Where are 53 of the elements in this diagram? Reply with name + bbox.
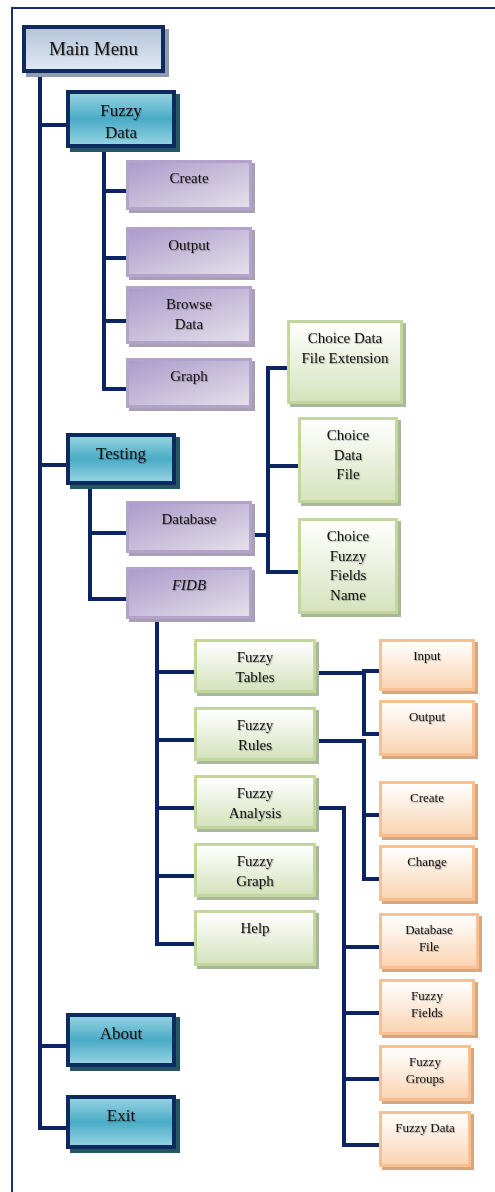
node-label: Fuzzy Data	[99, 100, 143, 145]
node-label: Input	[413, 648, 441, 665]
connector-line	[252, 533, 298, 574]
connector-line	[155, 619, 194, 946]
node-label: Change	[407, 854, 447, 871]
node-label: Graph	[170, 367, 208, 386]
option-box	[298, 518, 398, 614]
node-label: Fuzzy Groups	[404, 1054, 446, 1088]
node-label: Choice Fuzzy Fields Name	[325, 527, 371, 605]
node-label: Fuzzy Graph	[235, 852, 275, 891]
node-label: Testing	[96, 443, 146, 465]
connector-line	[316, 671, 379, 736]
node-label: Fuzzy Analysis	[227, 784, 283, 823]
node-label: Fuzzy Rules	[235, 716, 275, 755]
submenu-box	[126, 567, 252, 619]
node-label: About	[99, 1023, 143, 1045]
node-label: Choice Data File	[325, 426, 371, 484]
connector-line	[316, 806, 379, 1147]
node-label: Main Menu	[48, 36, 139, 61]
option-box	[298, 417, 398, 503]
submenu-box	[126, 501, 252, 553]
node-label: Output	[168, 236, 210, 255]
node-label: Create	[169, 169, 209, 188]
option-box	[194, 775, 316, 829]
option-box	[194, 843, 316, 897]
submenu-box	[126, 358, 252, 408]
action-box	[379, 913, 479, 969]
node-label: Fuzzy Fields	[410, 988, 444, 1022]
action-box	[379, 1111, 471, 1167]
node-label: Output	[408, 709, 446, 726]
node-label: Choice Data File Extension	[300, 329, 390, 368]
node-label: Fuzzy Data	[395, 1120, 455, 1137]
option-box	[194, 910, 316, 966]
node-label: Exit	[106, 1105, 136, 1127]
submenu-box	[126, 286, 252, 344]
node-label: Create	[410, 790, 444, 807]
node-label: FIDB	[171, 576, 207, 595]
node-label: Browse Data	[165, 295, 213, 334]
submenu-box	[126, 227, 252, 277]
option-box	[194, 707, 316, 761]
node-label: Help	[240, 919, 270, 938]
action-box	[379, 700, 475, 756]
action-box	[379, 1045, 471, 1101]
node-label: Fuzzy Tables	[234, 648, 276, 687]
option-box	[287, 320, 403, 404]
option-box	[194, 639, 316, 693]
action-box	[379, 781, 475, 837]
action-box	[379, 845, 475, 901]
action-box	[379, 639, 475, 691]
node-label: Database File	[404, 922, 454, 956]
action-box	[379, 979, 475, 1035]
submenu-box	[126, 160, 252, 210]
node-label: Database	[161, 510, 217, 529]
